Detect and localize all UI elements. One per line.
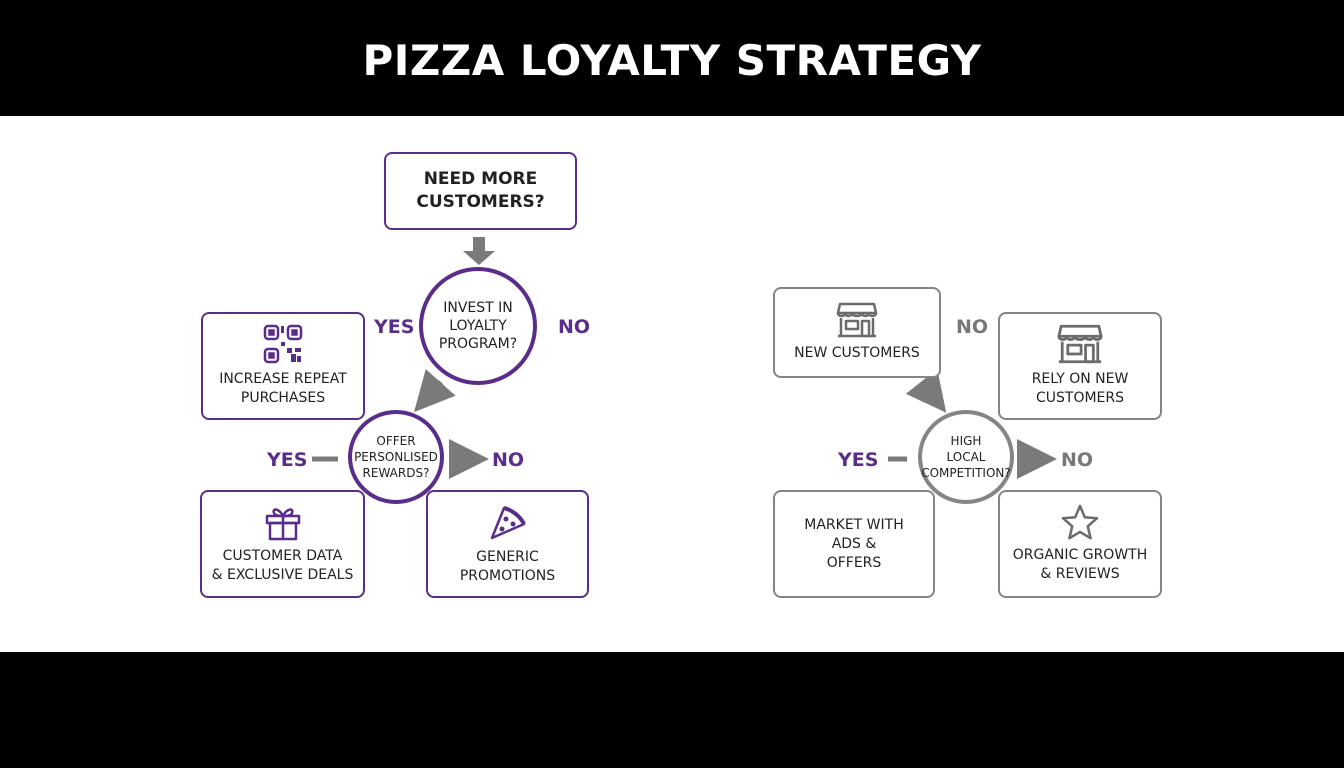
- competition-no-label: NO: [1061, 449, 1094, 471]
- page-title: PIZZA LOYALTY STRATEGY: [362, 36, 982, 85]
- qr-code-icon: [263, 324, 303, 364]
- need-more-customers-box: NEED MORE CUSTOMERS?: [384, 152, 577, 230]
- offer-yes-label: YES: [267, 449, 308, 471]
- bottom-bar: [0, 652, 1344, 768]
- invest-no-label: NO: [558, 316, 591, 338]
- invest-loyalty-decision: INVEST IN LOYALTY PROGRAM?: [419, 267, 537, 385]
- increase-repeat-text: INCREASE REPEAT PURCHASES: [219, 371, 347, 406]
- new-customers-box: NEW CUSTOMERS: [773, 287, 941, 378]
- market-ads-text: MARKET WITH ADS & OFFERS: [804, 516, 904, 571]
- market-ads-box: MARKET WITH ADS & OFFERS: [773, 490, 935, 598]
- generic-promotions-text: GENERIC PROMOTIONS: [459, 549, 556, 584]
- organic-growth-text: ORGANIC GROWTH & REVIEWS: [1012, 547, 1148, 582]
- customer-data-text: CUSTOMER DATA & EXCLUSIVE DEALS: [211, 548, 354, 583]
- new-customers-no-label: NO: [956, 316, 989, 338]
- new-customers-text: NEW CUSTOMERS: [794, 345, 920, 361]
- title-bar: PIZZA LOYALTY STRATEGY: [0, 0, 1344, 116]
- gift-icon: [264, 503, 302, 541]
- pizza-slice-icon: [488, 502, 528, 542]
- generic-promotions-box: GENERIC PROMOTIONS: [426, 490, 589, 598]
- storefront-icon: [1056, 324, 1104, 364]
- competition-yes-label: YES: [838, 449, 879, 471]
- offer-no-label: NO: [492, 449, 525, 471]
- rely-new-customers-text: RELY ON NEW CUSTOMERS: [1031, 371, 1129, 406]
- invest-yes-label: YES: [374, 316, 415, 338]
- storefront-icon: [836, 302, 878, 338]
- rely-new-customers-box: RELY ON NEW CUSTOMERS: [998, 312, 1162, 420]
- offer-rewards-text: OFFER PERSONLISED REWARDS?: [354, 434, 438, 480]
- organic-growth-box: ORGANIC GROWTH & REVIEWS: [998, 490, 1162, 598]
- local-competition-text: HIGH LOCAL COMPETITION?: [921, 434, 1011, 480]
- invest-loyalty-text: INVEST IN LOYALTY PROGRAM?: [438, 300, 518, 352]
- offer-rewards-decision: OFFER PERSONLISED REWARDS?: [348, 410, 444, 504]
- increase-repeat-box: INCREASE REPEAT PURCHASES: [201, 312, 365, 420]
- star-icon: [1061, 504, 1099, 540]
- local-competition-decision: HIGH LOCAL COMPETITION?: [918, 410, 1014, 504]
- need-more-customers-text: NEED MORE CUSTOMERS?: [416, 169, 545, 212]
- customer-data-box: CUSTOMER DATA & EXCLUSIVE DEALS: [200, 490, 365, 598]
